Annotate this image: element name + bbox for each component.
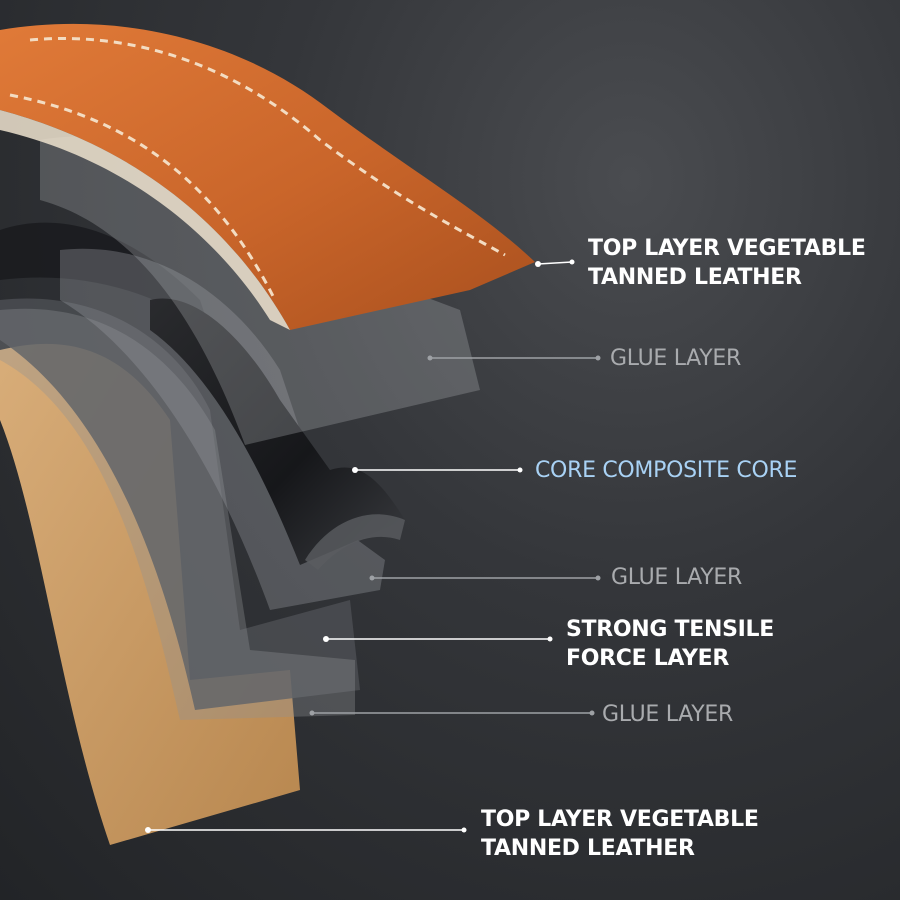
label-top-leather-line1: TOP LAYER VEGETABLE xyxy=(588,236,866,261)
label-glue-1: GLUE LAYER xyxy=(610,346,741,371)
top-leather-underside xyxy=(0,110,290,330)
leader-top-leather xyxy=(537,261,573,265)
top-leather-stitching xyxy=(29,36,506,257)
label-bottom-leather-line1: TOP LAYER VEGETABLE xyxy=(481,807,759,832)
tensile-force-layer xyxy=(0,298,360,710)
label-top-leather: TOP LAYER VEGETABLE TANNED LEATHER xyxy=(588,234,866,292)
top-leather-stitching-2 xyxy=(9,93,277,301)
label-glue-2: GLUE LAYER xyxy=(611,565,742,590)
core-composite-layer xyxy=(150,298,405,565)
label-core: CORE COMPOSITE CORE xyxy=(535,458,798,483)
label-glue-3: GLUE LAYER xyxy=(602,702,733,727)
dark-backing-layer xyxy=(0,222,210,330)
glue-layer-3 xyxy=(0,308,355,720)
label-tensile-line2: FORCE LAYER xyxy=(566,646,730,671)
leader-end-top-leather xyxy=(569,259,575,265)
label-bottom-leather-line2: TANNED LEATHER xyxy=(481,836,695,861)
leader-dot-top-leather xyxy=(535,261,541,267)
leader-lines xyxy=(145,259,601,833)
label-top-leather-line2: TANNED LEATHER xyxy=(588,265,802,290)
label-tensile-line1: STRONG TENSILE xyxy=(566,617,774,642)
top-leather-layer xyxy=(0,23,535,330)
label-tensile: STRONG TENSILE FORCE LAYER xyxy=(566,615,774,673)
core-highlight xyxy=(305,514,405,570)
bottom-leather-layer xyxy=(0,343,300,845)
label-bottom-leather: TOP LAYER VEGETABLE TANNED LEATHER xyxy=(481,805,759,863)
